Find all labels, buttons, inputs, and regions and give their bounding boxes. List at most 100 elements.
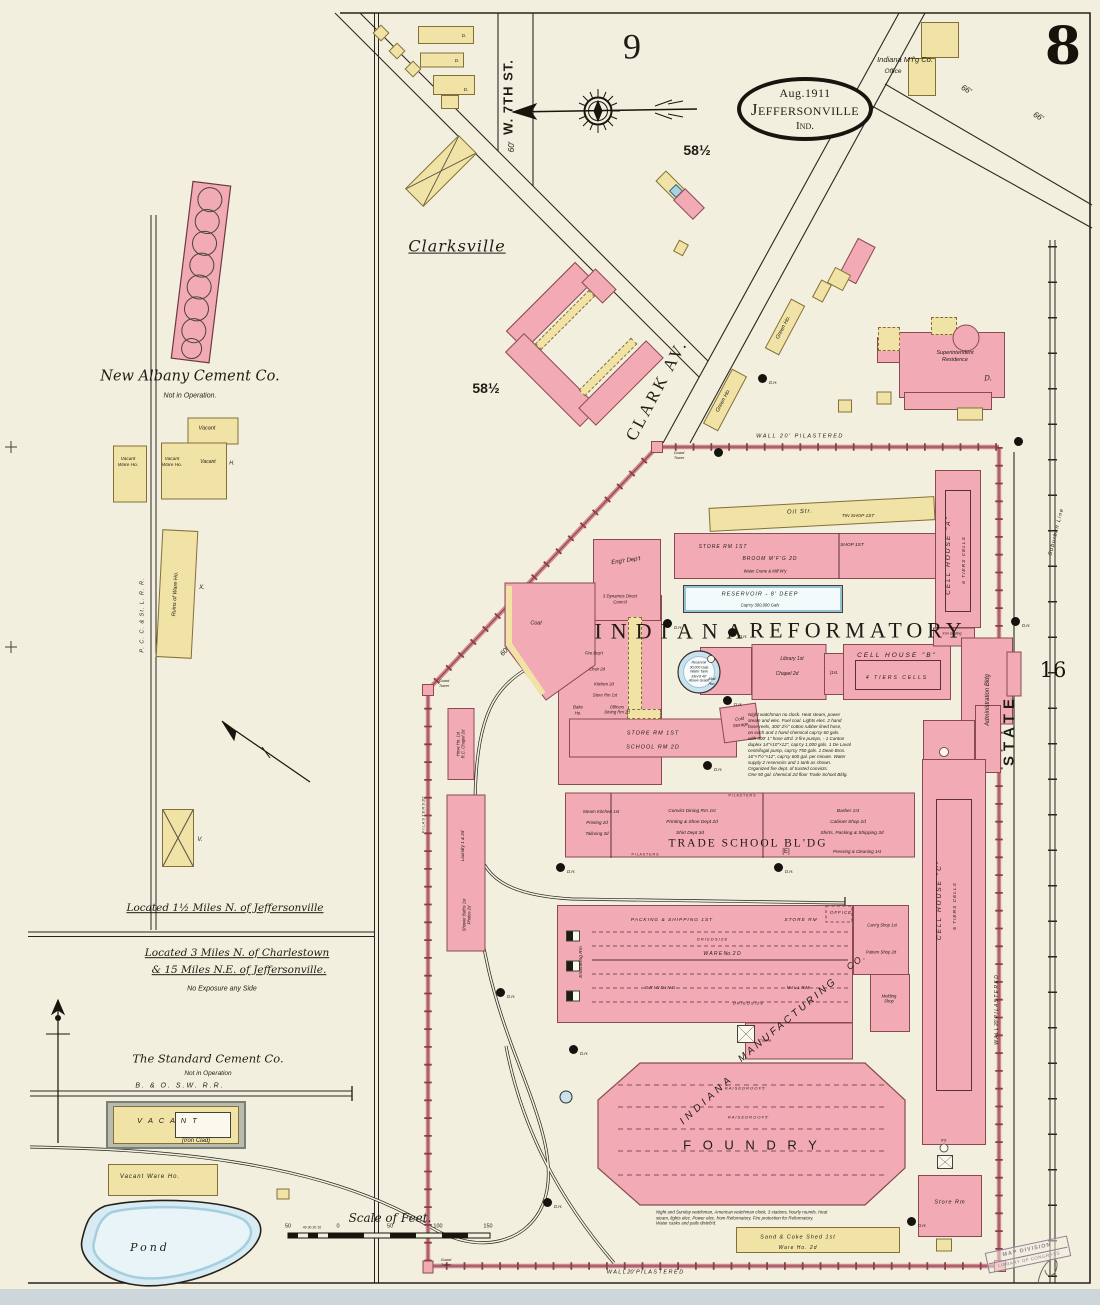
- hose-ho-b: [447, 708, 475, 780]
- bo-sw-rr-label: B. & O. S.W. R.R.: [135, 1082, 225, 1090]
- supt-porch-2: [878, 327, 900, 351]
- hydrant-dot-label: D.H.: [567, 869, 576, 874]
- margin-ticks: [5, 441, 17, 653]
- indiana-mfg-co-label: Indiana M'f'g Co.: [877, 55, 933, 65]
- hydrant-dot-label: D.H.: [734, 702, 743, 707]
- block-58-lower: 58½: [472, 379, 500, 396]
- wh-3-b: [108, 1164, 218, 1196]
- wh-left-b: [113, 445, 147, 503]
- nacc-title: New Albany Cement Co.: [100, 368, 280, 385]
- hydrant-dot: [727, 627, 737, 637]
- ts-pressing: Pressing & Cleaning 1st: [832, 849, 882, 855]
- label-h: H.: [229, 460, 235, 467]
- hydrant-dot-label: D.H.: [769, 380, 778, 385]
- cell-b-b: [843, 644, 951, 700]
- hydrant-dot-label: D.H.: [739, 634, 748, 639]
- ts-l1: Steam Kitchen 1st: [582, 809, 620, 815]
- hydrant-dot-label: D.H.: [554, 1204, 563, 1209]
- ts-r1: Barber 1st: [836, 808, 860, 814]
- tin-shop: TIN SHOP 1ST: [841, 513, 875, 519]
- ts-r2: Cabinet Shop 2d: [830, 819, 866, 825]
- oven-3k: [567, 991, 573, 1001]
- grinding: G R I N D I N G: [644, 985, 676, 991]
- wall-bottom-label: W A L L 20' P I L A S T E R E D: [606, 1269, 684, 1276]
- oven-2k: [567, 961, 573, 971]
- sheet-number: 8: [1044, 16, 1082, 77]
- hydrant-dot-label: D.H.: [1022, 623, 1031, 628]
- cell-b-inner: [855, 660, 941, 690]
- std-cement-sub: Not in Operation: [184, 1069, 232, 1077]
- trade-school-b: [565, 792, 915, 858]
- oven-3: [566, 990, 580, 1002]
- corridor-y2: [627, 709, 661, 719]
- vacant-iron-clad: V A C A N T: [137, 1116, 199, 1126]
- suburban-railroad: [1048, 240, 1057, 1283]
- hydrant-dot: [1010, 616, 1020, 626]
- sheet-city: Jeffersonville: [750, 100, 860, 119]
- hydrant-dot: [568, 1044, 578, 1054]
- reformatory-note: Night watchman no clock. Heat steam, pow…: [748, 712, 851, 777]
- store-rm-k: Store Rm 1st: [592, 692, 618, 698]
- mfg-main-b: [557, 905, 853, 1023]
- residence-bay: [952, 324, 980, 352]
- adjacent-sheet-16: 16: [1039, 658, 1067, 682]
- store-c-b: [918, 1175, 982, 1237]
- scale-50: 50: [386, 1223, 394, 1230]
- vacant-mid2: Vacant: [200, 458, 216, 465]
- hydrant-dot: [542, 1197, 552, 1207]
- admin-annex: [1006, 651, 1022, 697]
- store-broom-3: Water Crane & Mill W'y: [743, 568, 787, 574]
- passage-1st: (1st.: [829, 670, 839, 676]
- ts-m3: Shirt Dept 3d: [676, 830, 704, 836]
- sand-coke-1: Sand & Coke Shed 1st: [760, 1234, 836, 1241]
- hydrant-dot: [722, 695, 732, 705]
- page-curl-icon: [1037, 1258, 1058, 1284]
- clarksville-label: Clarksville: [408, 236, 506, 256]
- std-cement-title: The Standard Cement Co.: [132, 1051, 284, 1066]
- block-58-upper: 58½: [683, 141, 711, 158]
- foundry-label: F O U N D R Y: [683, 1137, 821, 1153]
- scale-0: 0: [336, 1223, 340, 1230]
- coal-label: Coal: [530, 620, 542, 627]
- adjacent-sheet-9: 9: [623, 26, 641, 67]
- reformatory-wall: [424, 443, 1003, 1270]
- ts-l3: Tailoring 3d: [585, 831, 609, 837]
- pattern-shop: Pattern Shop 2d: [865, 949, 897, 955]
- store-broom-1: STORE RM 1ST: [698, 543, 748, 550]
- street-lines: [334, 12, 1093, 1283]
- kitchen-2d: Kitchen 2d: [594, 681, 614, 687]
- scale-bar: [287, 1232, 491, 1239]
- oven-1: [566, 930, 580, 942]
- cupola-b: [737, 1025, 755, 1043]
- std-inner: [175, 1112, 231, 1138]
- shop-1st: SHOP 1ST: [840, 542, 864, 548]
- ts-l2: Printing 2d: [586, 820, 608, 826]
- north-arrow-icon: [221, 720, 311, 783]
- guard-tower-w-b: [422, 684, 434, 696]
- foundry-note: Night and Sunday watchman, American watc…: [656, 1209, 828, 1226]
- office-m: OFFICE: [829, 910, 853, 916]
- d-1: D.: [461, 33, 467, 39]
- supt-main: [899, 332, 1005, 398]
- hydrant-dot: [495, 987, 505, 997]
- located-1: Located 1½ Miles N. of Jeffersonville: [126, 902, 324, 915]
- ts-e-symbol: [E]: [782, 849, 790, 856]
- molding-b: [870, 974, 910, 1032]
- vacant-top: Vacant: [198, 425, 216, 432]
- scan-edge-band: [0, 1289, 1100, 1305]
- ts-pilasters-bottom: P I L A S T E R S: [631, 852, 659, 857]
- cellhouse-c-round: [939, 1143, 949, 1153]
- label-v: V.: [197, 837, 203, 844]
- store-c-tab: [936, 1238, 952, 1252]
- sand-coke-2: Ware Ho. 2d: [778, 1244, 818, 1251]
- vestibule-symbol: [939, 747, 949, 757]
- reservoir-b: [683, 585, 843, 613]
